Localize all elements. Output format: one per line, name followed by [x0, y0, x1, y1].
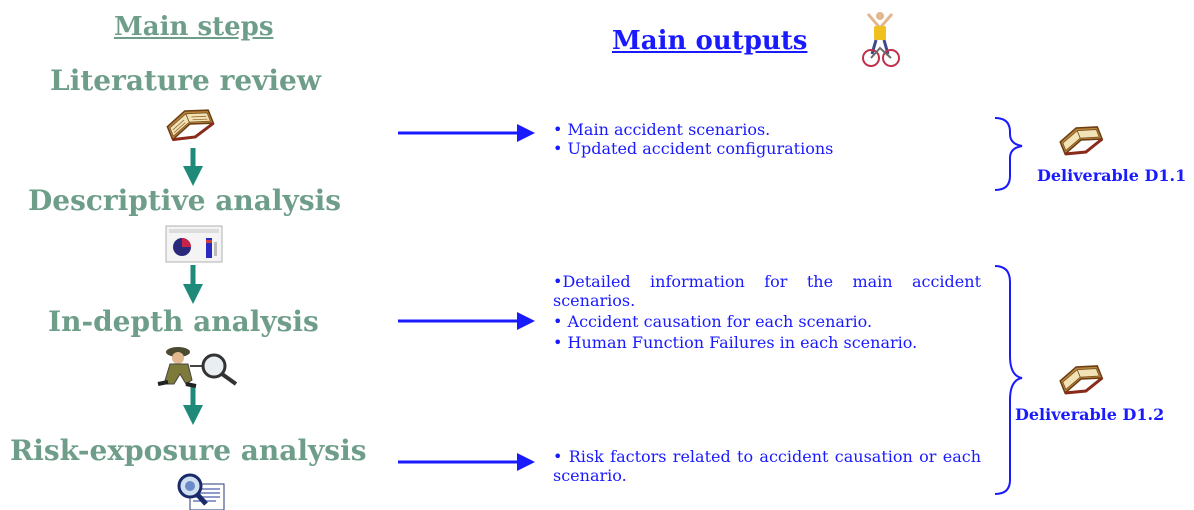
step-descriptive-analysis: Descriptive analysis — [28, 184, 341, 217]
output-item: •Detailed information for the main accid… — [553, 272, 981, 310]
magnifier-document-icon — [177, 473, 225, 510]
output-group-1: • Main accident scenarios. • Updated acc… — [553, 120, 893, 158]
step-risk-exposure-analysis: Risk-exposure analysis — [10, 434, 367, 467]
book-icon — [1059, 365, 1104, 395]
deliverable-d1-2: Deliverable D1.2 — [1015, 405, 1165, 424]
output-item: • Risk factors related to accident causa… — [553, 447, 981, 485]
deliverable-d1-1: Deliverable D1.1 — [1037, 166, 1187, 185]
cyclist-icon — [862, 12, 900, 67]
book-icon — [1059, 126, 1104, 156]
output-group-2: •Detailed information for the main accid… — [553, 272, 981, 352]
main-outputs-header: Main outputs — [612, 26, 808, 56]
book-icon — [166, 109, 215, 142]
detective-magnifier-icon — [157, 347, 238, 388]
output-item: • Accident causation for each scenario. — [553, 312, 873, 331]
output-item: • Human Function Failures in each scenar… — [553, 333, 918, 352]
step-literature-review: Literature review — [50, 64, 321, 97]
main-steps-header: Main steps — [114, 12, 274, 42]
curly-brace — [994, 117, 1023, 191]
curly-brace — [994, 265, 1023, 495]
pie-chart-report-icon — [165, 225, 223, 263]
output-group-3: • Risk factors related to accident causa… — [553, 447, 981, 485]
output-item: • Main accident scenarios. — [553, 120, 771, 139]
step-in-depth-analysis: In-depth analysis — [48, 305, 319, 338]
output-item: • Updated accident configurations — [553, 139, 834, 158]
